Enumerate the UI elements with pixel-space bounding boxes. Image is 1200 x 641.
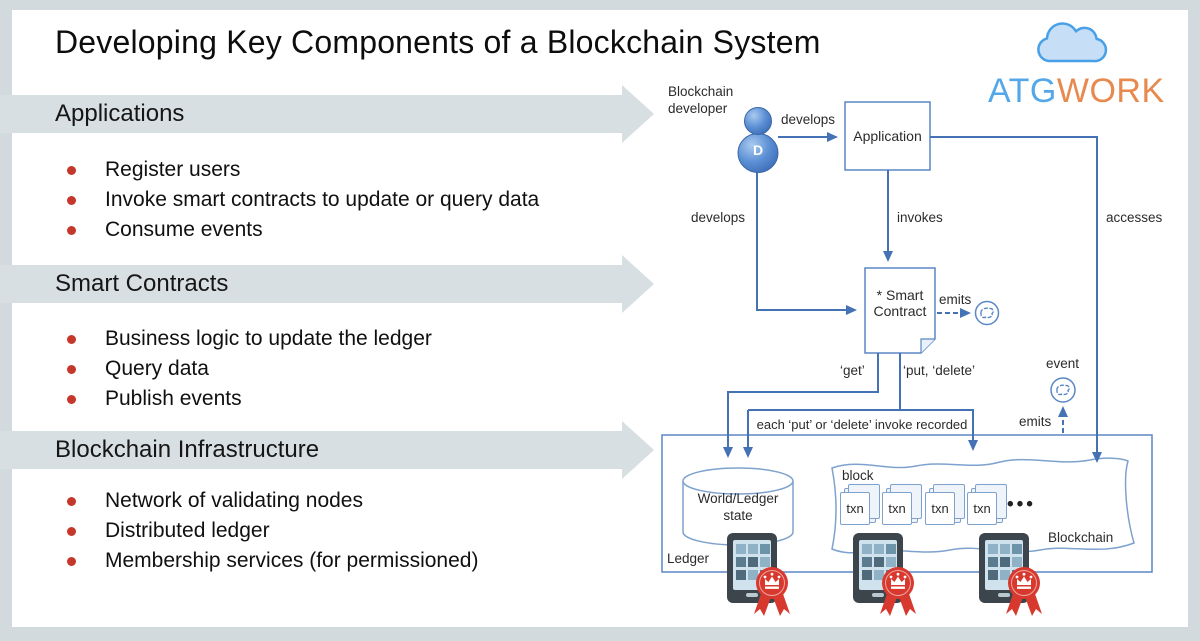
blockchain-label: Blockchain: [1048, 530, 1114, 545]
infrastructure-bullet-list: Network of validating nodes Distributed …: [65, 486, 478, 576]
application-node-label: Application: [853, 128, 922, 144]
edge-label-accesses: accesses: [1106, 210, 1163, 225]
smart-contracts-bullet-list: Business logic to update the ledger Quer…: [65, 324, 432, 414]
event-circle-icon: [974, 300, 1076, 403]
developer-label: Blockchain developer: [668, 84, 734, 116]
txn-label: txn: [882, 492, 912, 525]
list-item: Invoke smart contracts to update or quer…: [65, 185, 539, 215]
edge-label-get: ‘get’: [840, 363, 865, 378]
edge-label-develops-top: develops: [781, 112, 836, 127]
block-label: block: [842, 468, 874, 483]
developer-avatar-icon: [737, 107, 779, 173]
list-item: Publish events: [65, 384, 432, 414]
ellipsis-dots: •••: [1007, 494, 1036, 515]
ledger-label: Ledger: [667, 551, 710, 566]
banner-smart-contracts: Smart Contracts: [0, 255, 654, 313]
edge-label-emits-bottom: emits: [1019, 414, 1052, 429]
recorded-note-label: each ‘put’ or ‘delete’ invoke recorded: [756, 417, 968, 432]
smart-contract-node-label: * Smart Contract: [865, 283, 935, 323]
applications-bullet-list: Register users Invoke smart contracts to…: [65, 155, 539, 245]
txn-document-icon: txn: [967, 484, 1007, 525]
txn-label: txn: [967, 492, 997, 525]
atgwork-logo: ATGWORK: [988, 72, 1165, 111]
banner-applications: Applications: [0, 85, 654, 143]
list-item: Register users: [65, 155, 539, 185]
logo-text-secondary: WORK: [1056, 72, 1165, 110]
smart-contract-document-icon: [864, 267, 936, 354]
world-state-cylinder-icon: [682, 467, 794, 546]
smart-contract-line2: Contract: [873, 303, 927, 319]
edge-label-emits-right: emits: [939, 292, 972, 307]
cloud-icon: [1037, 22, 1108, 63]
logo-text-primary: ATG: [988, 72, 1057, 110]
edge-label-invokes: invokes: [897, 210, 943, 225]
diagram-connectors: [723, 132, 1102, 463]
list-item: Distributed ledger: [65, 516, 478, 546]
txn-label: txn: [925, 492, 955, 525]
txn-label: txn: [840, 492, 870, 525]
banner-blockchain-infrastructure-label: Blockchain Infrastructure: [55, 436, 320, 463]
list-item: Network of validating nodes: [65, 486, 478, 516]
list-item: Query data: [65, 354, 432, 384]
banner-smart-contracts-label: Smart Contracts: [55, 270, 229, 297]
edge-label-put-delete: ‘put, ‘delete’: [903, 363, 976, 378]
banner-applications-label: Applications: [55, 100, 185, 127]
smart-contract-line1: * Smart: [876, 287, 924, 303]
list-item: Consume events: [65, 215, 539, 245]
txn-document-icon: txn: [882, 484, 922, 525]
banner-blockchain-infrastructure: Blockchain Infrastructure: [0, 421, 654, 479]
edge-label-develops-left: develops: [691, 210, 746, 225]
txn-document-icon: txn: [840, 484, 880, 525]
developer-avatar-initial: D: [752, 142, 764, 158]
page-title: Developing Key Components of a Blockchai…: [55, 24, 821, 60]
world-state-label: World/Ledger state: [697, 491, 779, 523]
event-label: event: [1046, 356, 1080, 371]
txn-document-icon: txn: [925, 484, 965, 525]
list-item: Membership services (for permissioned): [65, 546, 478, 576]
list-item: Business logic to update the ledger: [65, 324, 432, 354]
